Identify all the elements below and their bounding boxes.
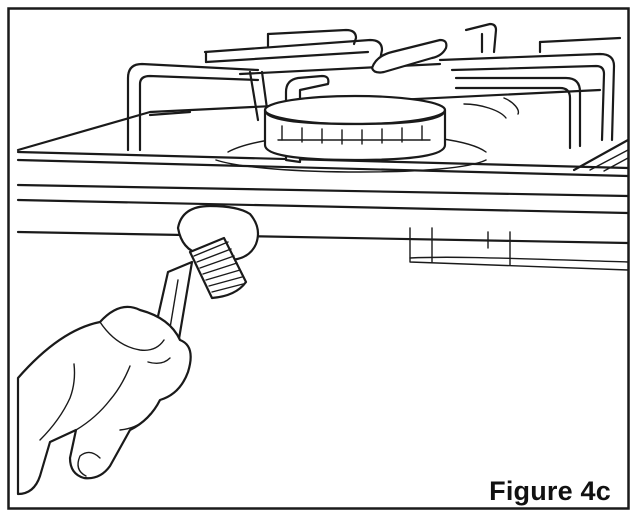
cooktop-body [16, 88, 630, 271]
frame-border [7, 7, 630, 510]
hand-holding-wrench [16, 305, 192, 496]
pan-support-grate [126, 22, 622, 164]
figure-caption: Figure 4c [489, 476, 611, 506]
gas-burner [215, 94, 520, 173]
